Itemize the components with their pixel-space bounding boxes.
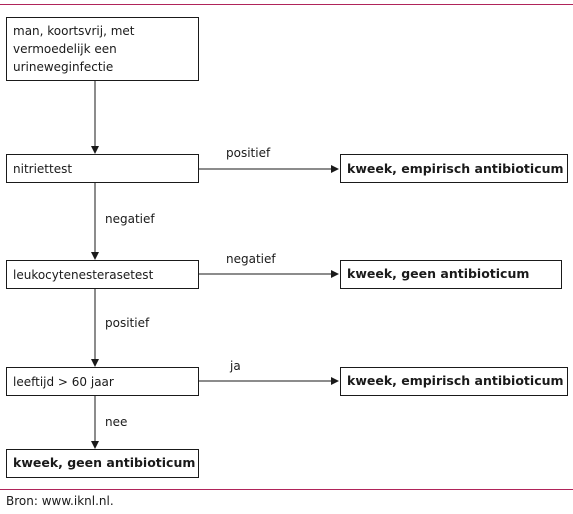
start-box: man, koortsvrij, met vermoedelijk een ur… <box>6 17 199 81</box>
top-rule <box>0 4 573 5</box>
leukocytenesterasetest-box: leukocytenesterasetest <box>6 260 199 289</box>
nitriettest-box: nitriettest <box>6 154 199 183</box>
start-box-text: man, koortsvrij, met vermoedelijk een ur… <box>13 24 135 74</box>
result-box-empirisch-2: kweek, empirisch antibioticum <box>340 367 568 396</box>
final-result-box: kweek, geen antibioticum <box>6 449 199 478</box>
nitriettest-label: nitriettest <box>13 162 73 176</box>
result-text-geen-1: kweek, geen antibioticum <box>347 266 530 281</box>
leukocytenesterasetest-label: leukocytenesterasetest <box>13 268 154 282</box>
source-note: Bron: www.iknl.nl. <box>6 494 114 508</box>
label-negatief-down: negatief <box>105 212 155 226</box>
result-text-empirisch-2: kweek, empirisch antibioticum <box>347 373 564 388</box>
final-result-text: kweek, geen antibioticum <box>13 455 196 470</box>
bottom-rule <box>0 489 573 490</box>
label-positief-right: positief <box>226 146 271 160</box>
label-ja-right: ja <box>230 359 241 373</box>
result-text-empirisch-1: kweek, empirisch antibioticum <box>347 161 564 176</box>
label-positief-down: positief <box>105 316 150 330</box>
label-nee-down: nee <box>105 415 128 429</box>
result-box-empirisch-1: kweek, empirisch antibioticum <box>340 154 568 183</box>
leeftijd-box: leeftijd > 60 jaar <box>6 367 199 396</box>
result-box-geen-1: kweek, geen antibioticum <box>340 260 562 289</box>
leeftijd-label: leeftijd > 60 jaar <box>13 375 114 389</box>
label-negatief-right: negatief <box>226 252 276 266</box>
